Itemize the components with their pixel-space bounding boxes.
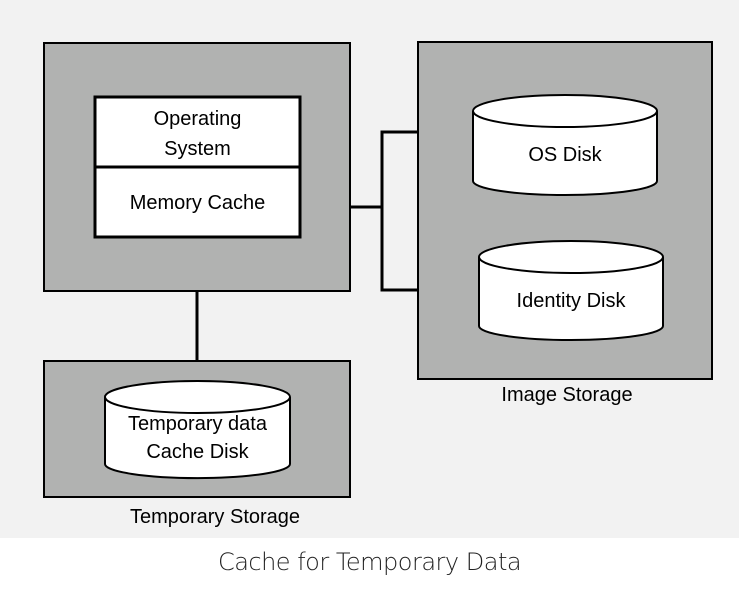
diagram: Operating System Memory Cache OS Disk Id…	[43, 41, 713, 528]
memory-cache-box: Memory Cache	[93, 165, 302, 239]
image-storage-container: OS Disk Identity Disk	[417, 41, 713, 380]
operating-system-label-line1: Operating	[154, 108, 242, 130]
identity-disk-cylinder: Identity Disk	[478, 240, 664, 341]
operating-system-label-line2: System	[164, 138, 231, 160]
temporary-data-cache-disk-cylinder: Temporary data Cache Disk	[104, 380, 291, 480]
figure-caption: Cache for Temporary Data	[217, 548, 522, 576]
os-disk-label: OS Disk	[528, 144, 602, 166]
temporary-disk-label-line1: Temporary data	[128, 413, 268, 435]
temporary-storage-label: Temporary Storage	[130, 506, 300, 528]
temporary-disk-label-line2: Cache Disk	[146, 441, 249, 463]
operating-system-box: Operating System	[93, 95, 302, 169]
os-disk-cylinder: OS Disk	[472, 94, 658, 196]
connector-bracket-to-image-storage	[380, 130, 418, 292]
memory-cache-label: Memory Cache	[130, 192, 266, 214]
vm-container: Operating System Memory Cache	[43, 42, 351, 292]
image-storage-label: Image Storage	[501, 384, 632, 406]
temporary-storage-container: Temporary data Cache Disk	[43, 360, 351, 498]
identity-disk-label: Identity Disk	[517, 290, 627, 312]
